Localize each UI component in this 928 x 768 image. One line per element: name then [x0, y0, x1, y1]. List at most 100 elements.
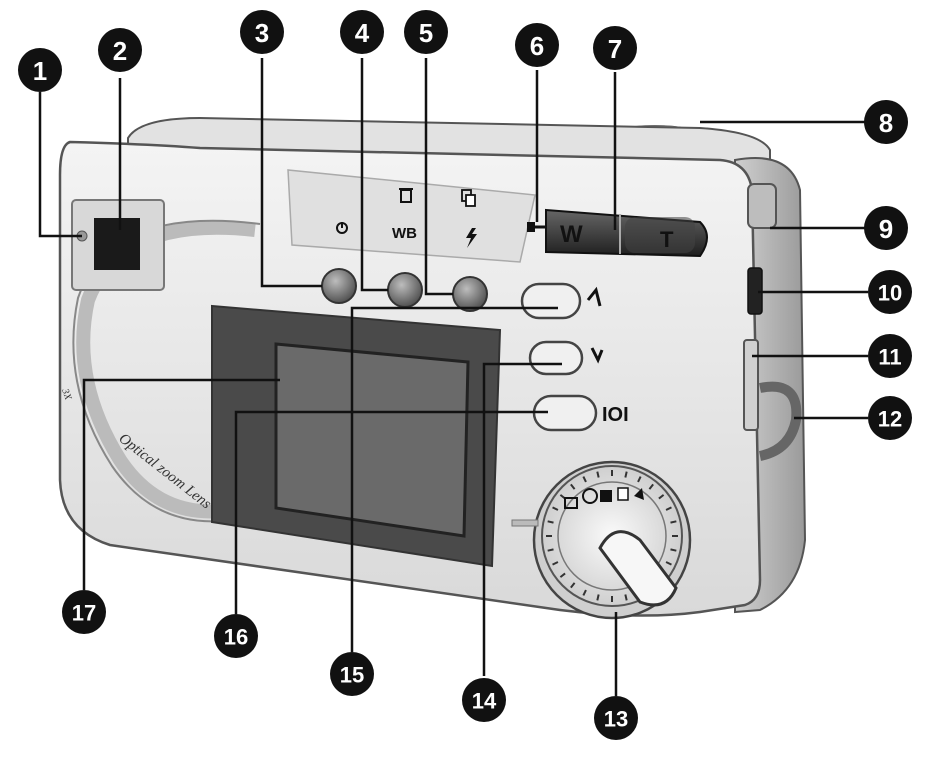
callout-16: 16: [214, 614, 258, 658]
dial-tick: [648, 483, 654, 490]
up-arrow-icon: [586, 286, 602, 307]
leader-14: [482, 362, 562, 676]
callout-badge: [62, 590, 106, 634]
leader-lines: [38, 58, 868, 696]
dial-tick: [658, 494, 665, 500]
leader-15: [350, 306, 558, 652]
mode-dial-grip: [598, 530, 678, 607]
dial-tick: [547, 520, 554, 524]
leader-1: [38, 92, 82, 238]
callout-badge: [98, 28, 142, 72]
callout-badge: [868, 270, 912, 314]
callout-number: 10: [878, 281, 902, 306]
callout-number: 7: [608, 34, 622, 64]
dial-tick: [582, 476, 587, 483]
dial-tick: [670, 548, 677, 552]
callout-13: 13: [594, 696, 638, 740]
dial-tick: [552, 506, 559, 511]
callout-12: 12: [868, 396, 912, 440]
callout-number: 6: [530, 31, 544, 61]
dial-tick: [570, 582, 576, 589]
callout-badge: [404, 10, 448, 54]
flash-icon: [466, 228, 477, 248]
callout-9: 9: [864, 206, 908, 250]
callout-17: 17: [62, 590, 106, 634]
dial-tick: [637, 476, 642, 483]
trash-icon: [399, 188, 413, 203]
callout-number: 1: [33, 56, 47, 86]
callout-2: 2: [98, 28, 142, 72]
leader-3: [260, 58, 322, 288]
callout-number: 3: [255, 18, 269, 48]
callout-number: 4: [355, 18, 370, 48]
callout-number: 16: [224, 625, 248, 650]
callout-8: 8: [864, 100, 908, 144]
strap-loop: [758, 381, 802, 461]
callout-badge: [240, 10, 284, 54]
callout-badge: [214, 614, 258, 658]
dial-tick: [665, 506, 672, 511]
callout-number: 12: [878, 407, 902, 432]
callout-badge: [868, 334, 912, 378]
viewfinder-window: [94, 218, 140, 270]
flash-button: [452, 276, 488, 312]
callout-3: 3: [240, 10, 284, 54]
callout-badge: [330, 652, 374, 696]
side-strap-slot: [747, 183, 777, 229]
callout-number: 14: [472, 689, 497, 714]
callout-badge: [864, 100, 908, 144]
callout-1: 1: [18, 48, 62, 92]
callout-badge: [462, 678, 506, 722]
callout-number: 15: [340, 663, 364, 688]
up-button: [520, 282, 582, 320]
callout-5: 5: [404, 10, 448, 54]
callout-number: 17: [72, 601, 96, 626]
mode-icons: [564, 487, 644, 509]
power-icon: [336, 222, 348, 234]
dial-tick: [570, 483, 576, 490]
callout-10: 10: [868, 270, 912, 314]
dial-tick: [582, 589, 587, 596]
callout-number: 5: [419, 18, 433, 48]
callout-number: 11: [878, 345, 901, 370]
callout-badge: [868, 396, 912, 440]
dial-tick: [596, 594, 600, 601]
power-button: [321, 268, 357, 304]
callout-number: 8: [879, 108, 893, 138]
callout-4: 4: [340, 10, 384, 54]
callout-badge: [515, 23, 559, 67]
callout-badge: [18, 48, 62, 92]
callout-badge: [864, 206, 908, 250]
display-button-label: IOI: [602, 404, 629, 426]
macro-icon: [527, 222, 546, 232]
callout-number: 9: [879, 214, 893, 244]
lens-text-prefix: 3X: [59, 386, 74, 402]
dial-tick: [547, 548, 554, 552]
zoom-tele-label-overlay: T: [660, 227, 674, 252]
dial-tick: [596, 471, 600, 478]
down-button: [528, 340, 584, 376]
callout-14: 14: [462, 678, 506, 722]
callout-6: 6: [515, 23, 559, 67]
callout-badge: [340, 10, 384, 54]
dial-tick: [559, 572, 566, 578]
lcd-screen: [274, 342, 470, 538]
copy-icon: [461, 189, 476, 207]
dial-tick: [670, 520, 677, 524]
leader-4: [360, 58, 388, 292]
down-arrow-icon: [590, 347, 604, 364]
callout-badge: [594, 696, 638, 740]
callout-number: 13: [604, 707, 628, 732]
dial-tick: [665, 561, 672, 566]
dial-tick: [624, 594, 628, 601]
zoom-rocker-tele-face: [625, 217, 695, 253]
leader-16: [234, 410, 548, 614]
callout-number: 2: [113, 36, 127, 66]
dial-tick: [552, 561, 559, 566]
side-port: [743, 339, 759, 431]
mode-dial-pointer: [511, 519, 539, 527]
callout-7: 7: [593, 26, 637, 70]
wb-button: [387, 272, 423, 308]
